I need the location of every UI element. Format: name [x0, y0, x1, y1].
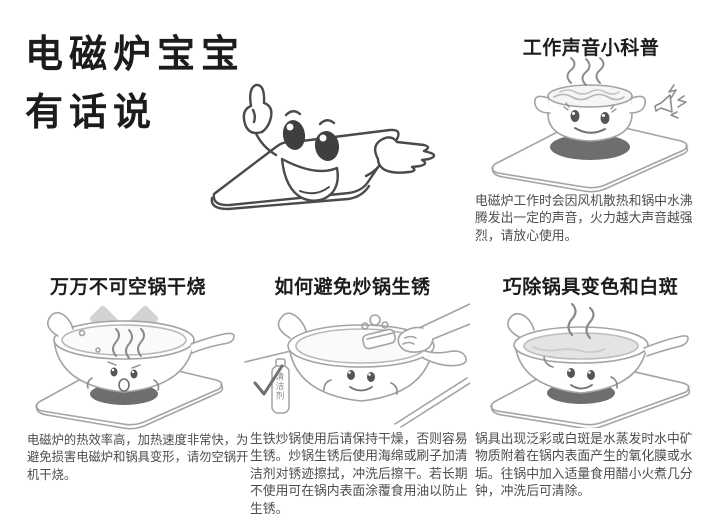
- pot-face: [563, 102, 617, 134]
- cleaner-bottle-label: 清洁剂: [275, 372, 285, 401]
- section-title-dry-burn: 万万不可空锅干烧: [49, 277, 206, 298]
- checkmark-icon: [253, 364, 284, 396]
- section-title-rust: 如何避免炒锅生锈: [274, 277, 431, 298]
- stain-illustration: [475, 303, 707, 428]
- section-title-sound: 工作声音小科普: [522, 38, 660, 59]
- steam-icon: [566, 57, 605, 86]
- steam-icon: [567, 303, 595, 340]
- mascot-face: [280, 110, 340, 202]
- section-body-dry-burn: 电磁炉的热效率高，加热速度非常快，为 避免损害电磁炉和锅具变形，请勿空锅开 机干…: [27, 433, 249, 482]
- wok-face: [543, 356, 618, 390]
- section-body-rust: 生铁炒锅使用后请保持干燥，否则容易 生锈。炒锅生锈后使用海绵或刷子加清 洁剂对锈…: [250, 431, 468, 514]
- wok-face: [86, 361, 160, 392]
- rust-illustration: 清洁剂: [243, 298, 470, 428]
- section-body-sound: 电磁炉工作时会因风机散热和锅中水沸 腾发出一定的声音，火力越大声音越强 烈，请放…: [475, 193, 693, 243]
- page-title: 电磁炉宝宝 有话说: [25, 26, 245, 142]
- section-body-stain: 锅具出现泛彩或白斑是水蒸发时水中矿 物质附着在锅内表面产生的氧化膜或水 垢。往锅…: [475, 431, 693, 499]
- mascot-illustration: [198, 58, 458, 233]
- page-title-line1: 电磁炉宝宝: [25, 34, 246, 76]
- section-title-stain: 巧除锅具变色和白斑: [502, 277, 679, 298]
- sound-illustration: [478, 56, 706, 194]
- steam-icon: [112, 328, 145, 359]
- page-title-line2: 有话说: [25, 92, 158, 134]
- sound-icon: [654, 84, 687, 119]
- dry-burn-illustration: [20, 300, 236, 430]
- wok-face: [323, 370, 398, 395]
